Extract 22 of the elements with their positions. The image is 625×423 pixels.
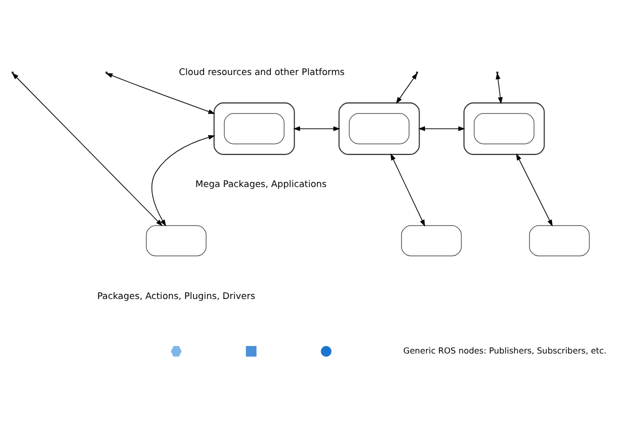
arrow	[293, 126, 340, 131]
arrow	[106, 72, 216, 114]
node-dome	[146, 224, 206, 256]
arrow	[396, 72, 418, 104]
legend-label: Generic ROS nodes: Publishers, Subscribers, etc.	[403, 344, 607, 355]
label: Packages, Actions, Plugins, Drivers	[97, 292, 256, 302]
cluster	[338, 102, 420, 154]
arrow	[12, 72, 163, 226]
node-dome	[401, 224, 462, 256]
arrow	[516, 152, 553, 226]
cluster	[463, 102, 545, 154]
node-dome	[529, 224, 590, 256]
node-dome	[224, 112, 284, 144]
node-dome	[474, 112, 534, 144]
arrow	[418, 126, 466, 131]
arrow	[390, 152, 426, 226]
node-dome	[348, 112, 410, 144]
cluster	[214, 102, 295, 154]
arrow	[151, 134, 216, 226]
label: Mega Packages, Applications	[195, 180, 327, 190]
label: Cloud resources and other Platforms	[178, 68, 345, 78]
arrow	[496, 72, 503, 104]
